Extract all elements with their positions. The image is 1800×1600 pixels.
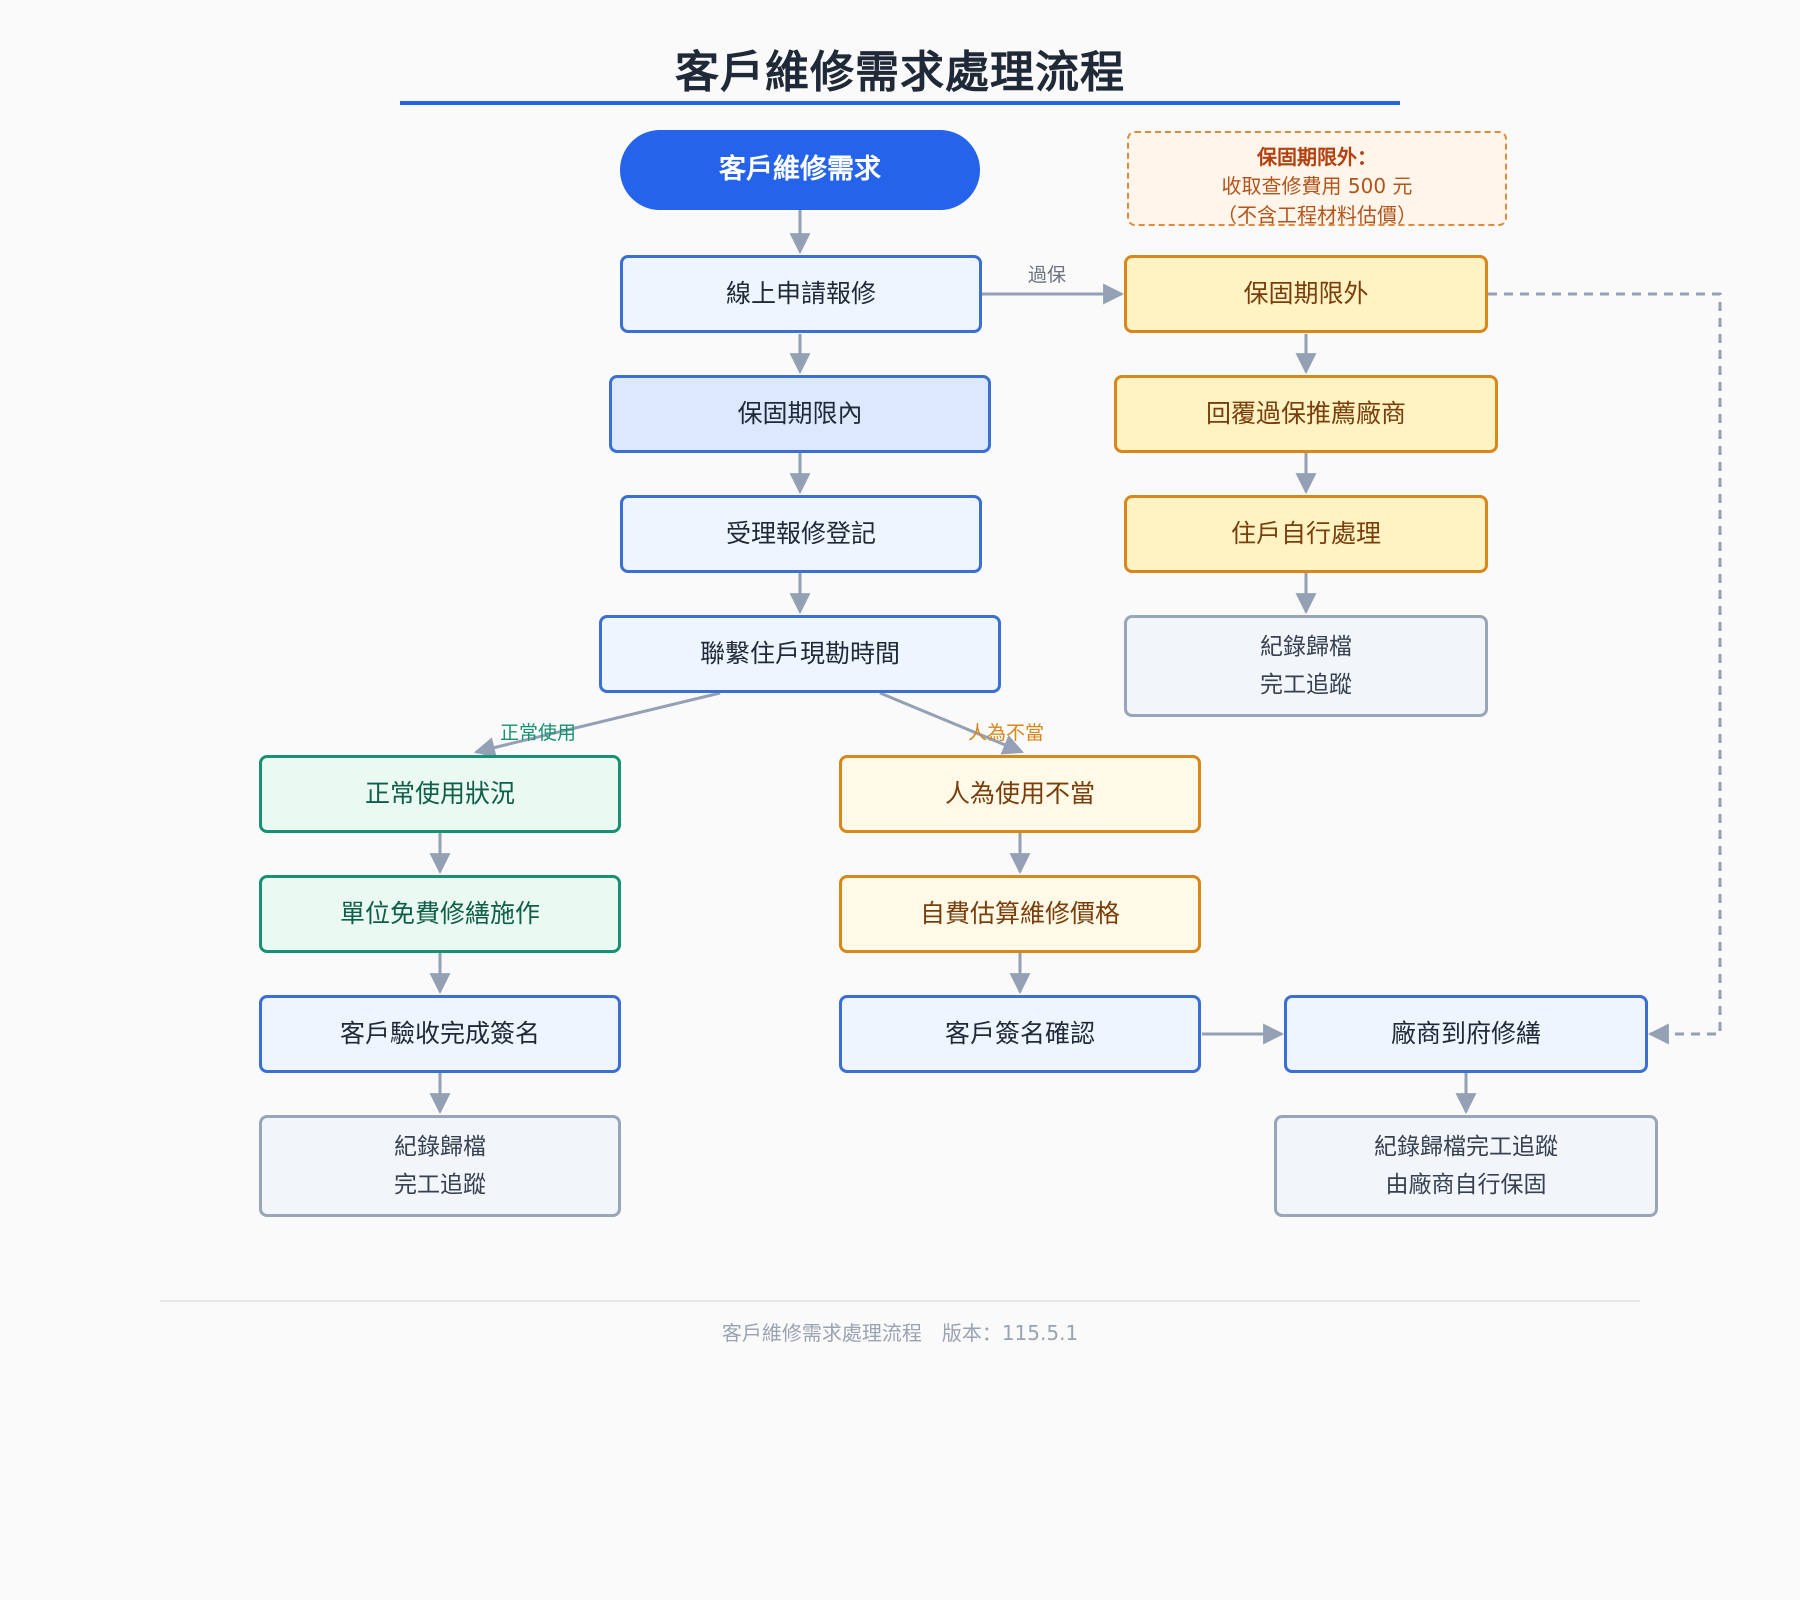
edge-label-normal: 正常使用 [500, 722, 577, 744]
page-title: 客戶維修需求處理流程 [675, 47, 1125, 98]
node-archive-left: 紀錄歸檔 完工追蹤 [259, 1115, 621, 1217]
archive-vendor-line-2: 由廠商自行保固 [1385, 1172, 1547, 1198]
node-misuse: 人為使用不當 [839, 755, 1201, 833]
archive-left-line-1: 紀錄歸檔 [394, 1134, 486, 1160]
footer-divider [160, 1300, 1640, 1302]
node-reply-vendor: 回覆過保推薦廠商 [1114, 375, 1498, 453]
edge-outwarranty-to-vendor [1488, 292, 1722, 1045]
node-normal-use: 正常使用狀況 [259, 755, 621, 833]
node-register: 受理報修登記 [620, 495, 982, 573]
node-self-pay-estimate: 自費估算維修價格 [839, 875, 1201, 953]
node-self-handle: 住戶自行處理 [1124, 495, 1488, 573]
node-vendor-repair: 廠商到府修繕 [1284, 995, 1648, 1073]
edge-contact-to-normal [473, 691, 721, 758]
note-out-of-warranty: 保固期限外： 收取查修費用 500 元 （不含工程材料估價） [1127, 131, 1507, 227]
title-underline [400, 101, 1400, 105]
note-title: 保固期限外： [1257, 145, 1377, 169]
node-online-apply: 線上申請報修 [620, 255, 982, 333]
archive-left-line-2: 完工追蹤 [394, 1172, 486, 1198]
edge-label-overdue: 過保 [1028, 264, 1067, 286]
node-free-repair: 單位免費修繕施作 [259, 875, 621, 953]
archive-right-line-1: 紀錄歸檔 [1260, 634, 1352, 660]
note-line-1: 收取查修費用 500 元 [1221, 174, 1413, 198]
node-customer-confirm: 客戶簽名確認 [839, 995, 1201, 1073]
edge-label-misuse: 人為不當 [968, 722, 1045, 744]
edge-contact-to-misuse [879, 691, 1024, 755]
archive-right-line-2: 完工追蹤 [1260, 672, 1352, 698]
archive-vendor-line-1: 紀錄歸檔完工追蹤 [1374, 1134, 1558, 1160]
footer-name: 客戶維修需求處理流程 [721, 1321, 922, 1345]
footer-version: 版本：115.5.1 [941, 1321, 1079, 1345]
footer: 客戶維修需求處理流程版本：115.5.1 [400, 1317, 1400, 1346]
node-out-warranty: 保固期限外 [1124, 255, 1488, 333]
node-archive-vendor: 紀錄歸檔完工追蹤 由廠商自行保固 [1274, 1115, 1658, 1217]
node-customer-accept: 客戶驗收完成簽名 [259, 995, 621, 1073]
note-line-2: （不含工程材料估價） [1217, 203, 1417, 227]
node-in-warranty: 保固期限內 [609, 375, 991, 453]
node-contact: 聯繫住戶現勘時間 [599, 615, 1001, 693]
node-start: 客戶維修需求 [620, 130, 980, 210]
node-archive-right: 紀錄歸檔 完工追蹤 [1124, 615, 1488, 717]
